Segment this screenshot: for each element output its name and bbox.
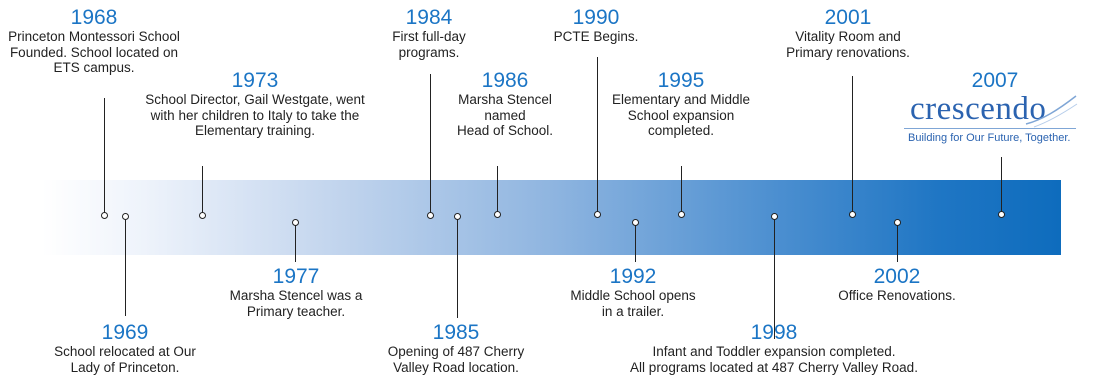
event-year: 2001 bbox=[824, 6, 872, 29]
event-description: Princeton Montessori School Founded. Sch… bbox=[8, 29, 180, 75]
connector-1985 bbox=[457, 216, 458, 318]
event-1998: 1998 Infant and Toddler expansion comple… bbox=[630, 322, 918, 375]
event-1992: 1992 Middle School opens in a trailer. bbox=[570, 266, 695, 319]
logo-tagline: Building for Our Future, Together. bbox=[908, 132, 1071, 144]
connector-1977 bbox=[295, 222, 296, 262]
connector-1990 bbox=[597, 57, 598, 214]
event-description: Infant and Toddler expansion completed. … bbox=[630, 344, 918, 375]
connector-2007 bbox=[1001, 157, 1002, 214]
event-year: 1998 bbox=[750, 321, 798, 344]
event-description: Marsha Stencel was a Primary teacher. bbox=[229, 288, 363, 319]
event-description: Vitality Room and Primary renovations. bbox=[786, 29, 910, 60]
marker-1968 bbox=[101, 212, 108, 219]
event-year: 2002 bbox=[873, 265, 921, 288]
marker-1969 bbox=[122, 213, 129, 220]
connector-1998 bbox=[774, 216, 775, 339]
event-description: Middle School opens in a trailer. bbox=[570, 288, 696, 319]
event-year: 1968 bbox=[70, 6, 118, 29]
connector-2002 bbox=[897, 222, 898, 262]
connector-2001 bbox=[852, 76, 853, 214]
marker-2007 bbox=[998, 211, 1005, 218]
marker-2002 bbox=[894, 219, 901, 226]
event-1984: 1984 First full-day programs. bbox=[392, 7, 466, 60]
marker-1977 bbox=[292, 219, 299, 226]
event-1968: 1968 Princeton Montessori School Founded… bbox=[8, 7, 180, 76]
event-1985: 1985 Opening of 487 Cherry Valley Road l… bbox=[388, 322, 525, 375]
event-2007: 2007 bbox=[972, 70, 1019, 92]
marker-1973 bbox=[199, 212, 206, 219]
event-1990: 1990 PCTE Begins. bbox=[554, 7, 639, 45]
marker-1986 bbox=[494, 211, 501, 218]
logo-divider bbox=[904, 128, 1076, 129]
event-description: First full-day programs. bbox=[392, 29, 466, 60]
marker-1984 bbox=[427, 212, 434, 219]
connector-1995 bbox=[681, 166, 682, 214]
event-year: 1973 bbox=[231, 69, 279, 92]
connector-1992 bbox=[635, 222, 636, 262]
event-description: School relocated at Our Lady of Princeto… bbox=[54, 344, 196, 375]
marker-1998 bbox=[771, 213, 778, 220]
event-description: Office Renovations. bbox=[838, 288, 956, 303]
event-1977: 1977 Marsha Stencel was a Primary teache… bbox=[230, 266, 363, 319]
event-2001: 2001 Vitality Room and Primary renovatio… bbox=[786, 7, 910, 60]
event-year: 1969 bbox=[101, 321, 149, 344]
event-description: Opening of 487 Cherry Valley Road locati… bbox=[387, 344, 525, 375]
swoosh-icon bbox=[1025, 95, 1078, 128]
timeline-band bbox=[42, 180, 1061, 255]
event-description: School Director, Gail Westgate, went wit… bbox=[145, 92, 365, 138]
event-year: 1984 bbox=[405, 6, 453, 29]
connector-1986 bbox=[497, 166, 498, 214]
event-year: 1985 bbox=[432, 321, 480, 344]
event-year: 1995 bbox=[657, 69, 705, 92]
event-year: 1977 bbox=[272, 265, 320, 288]
marker-2001 bbox=[849, 211, 856, 218]
event-2002: 2002 Office Renovations. bbox=[838, 266, 956, 304]
event-1986: 1986 Marsha Stencel named Head of School… bbox=[457, 70, 553, 139]
logo-wordmark: crescendo bbox=[910, 91, 1047, 127]
connector-1984 bbox=[430, 74, 431, 215]
event-description: PCTE Begins. bbox=[553, 29, 639, 44]
marker-1990 bbox=[594, 211, 601, 218]
marker-1992 bbox=[632, 219, 639, 226]
connector-1973 bbox=[202, 166, 203, 215]
event-description: Elementary and Middle School expansion c… bbox=[611, 92, 751, 138]
marker-1985 bbox=[454, 213, 461, 220]
marker-1995 bbox=[678, 211, 685, 218]
event-1973: 1973 School Director, Gail Westgate, wen… bbox=[145, 70, 365, 139]
event-1995: 1995 Elementary and Middle School expans… bbox=[612, 70, 750, 139]
event-1969: 1969 School relocated at Our Lady of Pri… bbox=[54, 322, 196, 375]
crescendo-logo: crescendo Building for Our Future, Toget… bbox=[904, 92, 1078, 152]
connector-1968 bbox=[104, 98, 105, 215]
event-year: 1992 bbox=[609, 265, 657, 288]
event-year: 1986 bbox=[481, 69, 529, 92]
connector-1969 bbox=[125, 216, 126, 316]
event-description: Marsha Stencel named Head of School. bbox=[456, 92, 554, 138]
event-year: 1990 bbox=[572, 6, 620, 29]
event-year: 2007 bbox=[971, 69, 1019, 92]
